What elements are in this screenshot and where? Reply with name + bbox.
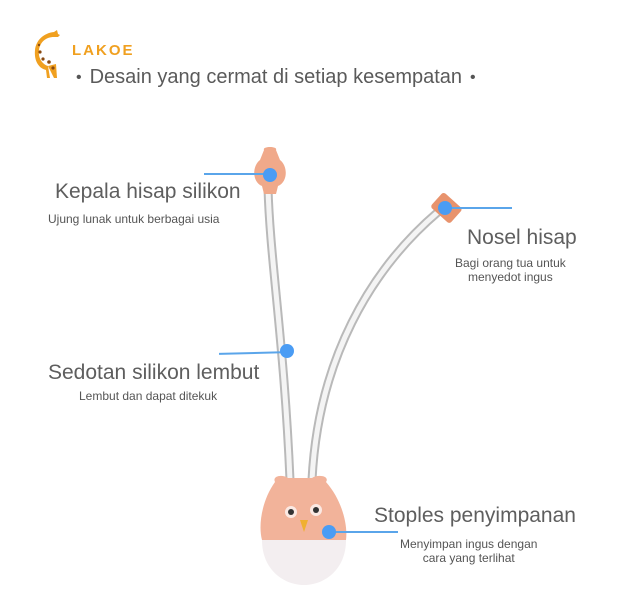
callout-subtitle: Lembut dan dapat ditekuk [79,389,218,403]
callout-subtitle: Bagi orang tua untuk menyedot ingus [455,256,566,284]
bullet-left: • [76,68,82,86]
callout-title: Stoples penyimpanan [374,504,576,527]
callout-subtitle: Menyimpan ingus dengan cara yang terliha… [400,537,537,565]
headline: • Desain yang cermat di setiap kesempatan… [68,66,484,89]
headline-text: Desain yang cermat di setiap kesempatan [89,66,463,88]
callout-title: Sedotan silikon lembut [48,361,260,384]
callout-subtitle: Ujung lunak untuk berbagai usia [48,212,220,226]
bullet-right: • [470,68,476,86]
pin-icon [322,525,336,539]
leader-line [330,531,398,533]
callout-subtitle-line: Bagi orang tua untuk [455,256,566,270]
pin-icon [263,168,277,182]
brand-logo: LAKOE [30,28,180,78]
leader-line [204,173,268,175]
leader-line [446,207,512,209]
pin-icon [280,344,294,358]
callout-subtitle-line: cara yang terlihat [422,551,515,565]
callout-title: Kepala hisap silikon [55,180,241,203]
callout-subtitle-line: menyedot ingus [468,270,553,284]
pin-icon [438,201,452,215]
callout-title: Nosel hisap [467,226,577,249]
giraffe-icon [34,30,60,78]
brand-name: LAKOE [72,42,135,59]
callout-subtitle-line: Menyimpan ingus dengan [400,537,538,551]
